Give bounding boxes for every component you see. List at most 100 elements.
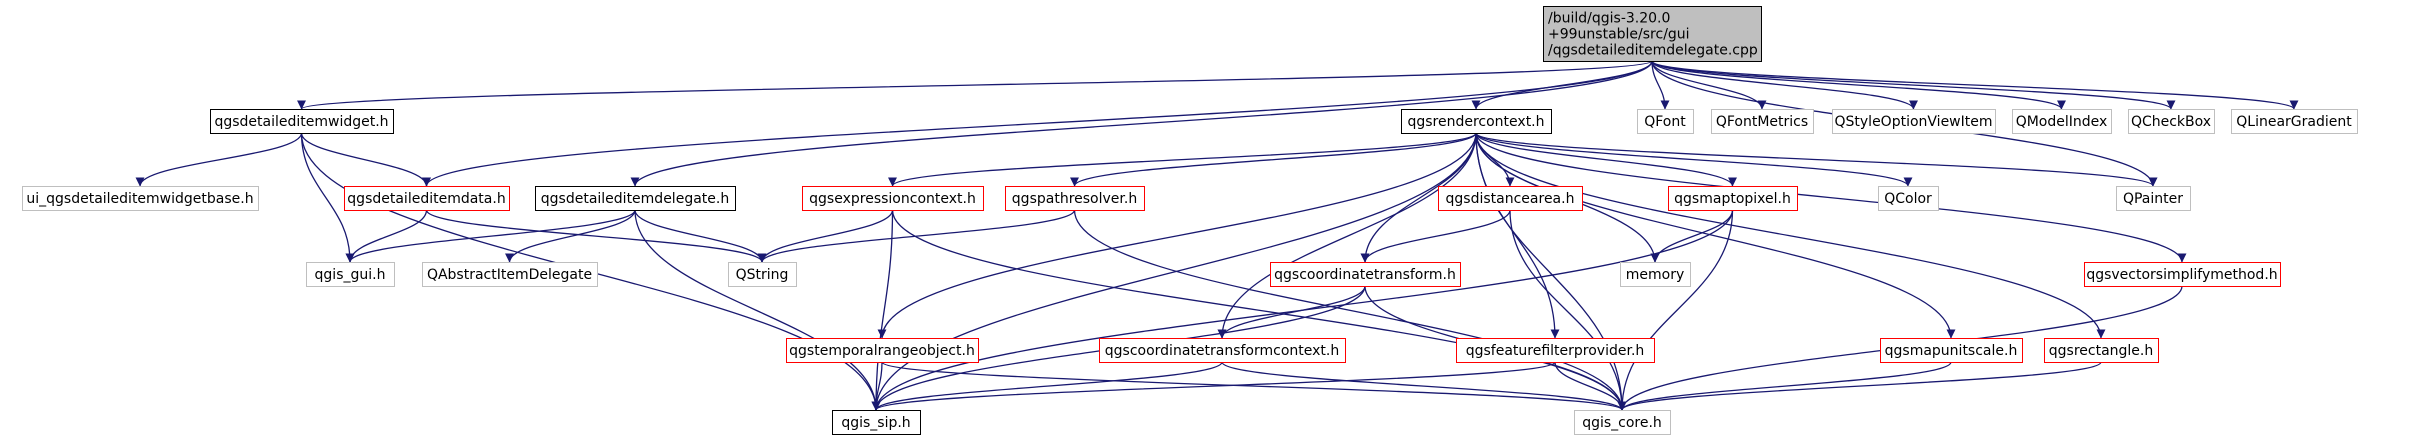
- node-box-qgsrendercontext_h: [1401, 109, 1552, 134]
- edge-qgstemporalrangeobject_h-to-qgis_core_h: [881, 361, 1627, 411]
- edge-qgsdetaileditemdelegate_h-to-qgis_sip_h: [634, 209, 881, 411]
- node-qfontmetrics[interactable]: QFontMetrics: [1711, 109, 1814, 134]
- node-box-qgsdistancearea_h: [1438, 186, 1583, 211]
- edge-qgsmapunitscale_h-to-qgis_core_h: [1617, 361, 1952, 411]
- node-qabstractitemdelegate[interactable]: QAbstractItemDelegate: [422, 262, 598, 287]
- node-label-qgsdistancearea_h: qgsdistancearea.h: [1446, 191, 1575, 207]
- edge-qgsdetaileditemdata_h-to-qstring: [425, 209, 767, 263]
- node-label-qgscoordinatetransformcontext_h: qgscoordinatetransformcontext.h: [1105, 343, 1339, 359]
- node-label-qgsdetaileditemwidget_h: qgsdetaileditemwidget.h: [214, 114, 388, 130]
- edge-qgsdetaileditemdelegate_h-to-qstring: [634, 209, 767, 263]
- edge-qgsfeaturefilterprovider_h-to-qgis_sip_h: [871, 361, 1556, 411]
- node-box-qcolor: [1878, 186, 1939, 211]
- node-qgsrendercontext_h[interactable]: qgsrendercontext.h: [1401, 109, 1552, 134]
- node-label-root: /qgsdetaileditemdelegate.cpp: [1548, 43, 1758, 59]
- node-box-qgscoordinatetransformcontext_h: [1099, 338, 1346, 363]
- node-box-qgsdetaileditemdata_h: [344, 186, 510, 211]
- node-qlineargradient[interactable]: QLinearGradient: [2231, 109, 2358, 134]
- node-qgsdetaileditemdata_h[interactable]: qgsdetaileditemdata.h: [344, 186, 510, 211]
- node-qgscoordinatetransform_h[interactable]: qgscoordinatetransform.h: [1270, 262, 1461, 287]
- node-label-qabstractitemdelegate: QAbstractItemDelegate: [427, 267, 592, 283]
- node-box-qgsdetaileditemwidget_h: [210, 109, 394, 134]
- edge-root-to-qstyleoptionviewitem: [1651, 60, 1918, 110]
- edge-qgsrendercontext_h-to-qgsmapunitscale_h: [1475, 132, 1956, 339]
- node-box-qgsdetaileditemdelegate_h: [535, 186, 736, 211]
- node-ui_base_h[interactable]: ui_qgsdetaileditemwidgetbase.h: [22, 186, 259, 211]
- node-qgscoordinatetransformcontext_h[interactable]: qgscoordinatetransformcontext.h: [1099, 338, 1346, 363]
- node-qgspathresolver_h[interactable]: qgspathresolver.h: [1005, 186, 1145, 211]
- node-qpainter[interactable]: QPainter: [2116, 186, 2191, 211]
- node-qgsexpressioncontext_h[interactable]: qgsexpressioncontext.h: [802, 186, 984, 211]
- edge-qgsdetaileditemwidget_h-to-qgsdetaileditemdata_h: [300, 132, 431, 187]
- node-box-qgis_gui_h: [306, 262, 395, 287]
- node-memory[interactable]: memory: [1620, 262, 1691, 287]
- node-label-qgsrectangle_h: qgsrectangle.h: [2049, 343, 2153, 359]
- node-label-qgstemporalrangeobject_h: qgstemporalrangeobject.h: [789, 343, 975, 359]
- edge-qgsdetaileditemdelegate_h-to-qabstractitemdelegate: [505, 209, 636, 263]
- node-root[interactable]: /build/qgis-3.20.0+99unstable/src/gui/qg…: [1543, 6, 1762, 62]
- edge-root-to-qcheckbox: [1651, 60, 2176, 110]
- nodes-layer: /build/qgis-3.20.0+99unstable/src/gui/qg…: [22, 6, 2358, 435]
- edge-qgsrendercontext_h-to-qgstemporalrangeobject_h: [877, 132, 1477, 339]
- node-box-memory: [1620, 262, 1691, 287]
- edge-qgsmaptopixel_h-to-qgis_core_h: [1617, 209, 1734, 411]
- node-box-qgsvectorsimplifymethod_h: [2084, 262, 2281, 287]
- edge-qgsdetaileditemwidget_h-to-qgis_gui_h: [300, 132, 355, 263]
- node-qfont[interactable]: QFont: [1637, 109, 1694, 134]
- node-box-qstyleoptionviewitem: [1832, 109, 1996, 134]
- edge-qgsdistancearea_h-to-qgis_core_h: [1509, 209, 1627, 411]
- node-box-qgsmaptopixel_h: [1668, 186, 1798, 211]
- node-label-qgis_gui_h: qgis_gui.h: [315, 267, 386, 283]
- node-qgsdetaileditemdelegate_h[interactable]: qgsdetaileditemdelegate.h: [535, 186, 736, 211]
- node-qgsdetaileditemwidget_h[interactable]: qgsdetaileditemwidget.h: [210, 109, 394, 134]
- node-box-qfont: [1637, 109, 1694, 134]
- node-label-qgsvectorsimplifymethod_h: qgsvectorsimplifymethod.h: [2086, 267, 2277, 283]
- node-label-qstring: QString: [736, 267, 789, 283]
- node-box-qgsrectangle_h: [2044, 338, 2159, 363]
- node-qgsmaptopixel_h[interactable]: qgsmaptopixel.h: [1668, 186, 1798, 211]
- node-qcheckbox[interactable]: QCheckBox: [2128, 109, 2215, 134]
- edge-qgsdetaileditemwidget_h-to-ui_base_h: [135, 132, 303, 187]
- node-qstyleoptionviewitem[interactable]: QStyleOptionViewItem: [1832, 109, 1996, 134]
- node-box-ui_base_h: [22, 186, 259, 211]
- node-label-qgsdetaileditemdata_h: qgsdetaileditemdata.h: [347, 191, 505, 207]
- edge-qgsrendercontext_h-to-qgsrectangle_h: [1475, 132, 2106, 339]
- node-qgsrectangle_h[interactable]: qgsrectangle.h: [2044, 338, 2159, 363]
- edge-qgsrendercontext_h-to-qcolor: [1475, 132, 1913, 187]
- node-qmodelindex[interactable]: QModelIndex: [2012, 109, 2112, 134]
- node-label-qgscoordinatetransform_h: qgscoordinatetransform.h: [1274, 267, 1456, 283]
- edge-qgsrendercontext_h-to-qgsmaptopixel_h: [1475, 132, 1737, 187]
- edge-qgsrendercontext_h-to-qgsexpressioncontext_h: [888, 132, 1477, 187]
- node-qcolor[interactable]: QColor: [1878, 186, 1939, 211]
- node-qgis_core_h[interactable]: qgis_core.h: [1574, 410, 1671, 435]
- node-label-qcheckbox: QCheckBox: [2131, 114, 2211, 130]
- edge-qgspathresolver_h-to-qstring: [757, 209, 1076, 263]
- node-label-qgis_sip_h: qgis_sip.h: [841, 415, 910, 431]
- node-label-qgsmapunitscale_h: qgsmapunitscale.h: [1885, 343, 2018, 359]
- node-qgsvectorsimplifymethod_h[interactable]: qgsvectorsimplifymethod.h: [2084, 262, 2281, 287]
- node-box-qgsmapunitscale_h: [1880, 338, 2023, 363]
- edge-qgsdistancearea_h-to-qgscoordinatetransform_h: [1360, 209, 1511, 263]
- node-box-qcheckbox: [2128, 109, 2215, 134]
- node-label-qmodelindex: QModelIndex: [2016, 114, 2108, 130]
- node-qgsfeaturefilterprovider_h[interactable]: qgsfeaturefilterprovider.h: [1456, 338, 1655, 363]
- node-qgis_gui_h[interactable]: qgis_gui.h: [306, 262, 395, 287]
- edge-qgscoordinatetransformcontext_h-to-qgis_core_h: [1221, 361, 1627, 411]
- node-qgstemporalrangeobject_h[interactable]: qgstemporalrangeobject.h: [786, 338, 979, 363]
- edge-qgscoordinatetransform_h-to-qgscoordinatetransformcontext_h: [1217, 285, 1366, 339]
- node-box-qgstemporalrangeobject_h: [786, 338, 979, 363]
- node-box-qfontmetrics: [1711, 109, 1814, 134]
- edge-qgspathresolver_h-to-qgis_core_h: [1073, 209, 1627, 411]
- node-label-ui_base_h: ui_qgsdetaileditemwidgetbase.h: [26, 191, 253, 207]
- node-qstring[interactable]: QString: [728, 262, 797, 287]
- edge-qgsmaptopixel_h-to-memory: [1650, 209, 1734, 263]
- node-label-root: +99unstable/src/gui: [1548, 27, 1690, 43]
- node-label-qgsmaptopixel_h: qgsmaptopixel.h: [1674, 191, 1791, 207]
- edge-qgsrendercontext_h-to-qgsvectorsimplifymethod_h: [1475, 132, 2187, 263]
- node-qgsdistancearea_h[interactable]: qgsdistancearea.h: [1438, 186, 1583, 211]
- node-box-qgscoordinatetransform_h: [1270, 262, 1461, 287]
- node-label-qcolor: QColor: [1884, 191, 1932, 207]
- node-qgsmapunitscale_h[interactable]: qgsmapunitscale.h: [1880, 338, 2023, 363]
- node-qgis_sip_h[interactable]: qgis_sip.h: [832, 410, 921, 435]
